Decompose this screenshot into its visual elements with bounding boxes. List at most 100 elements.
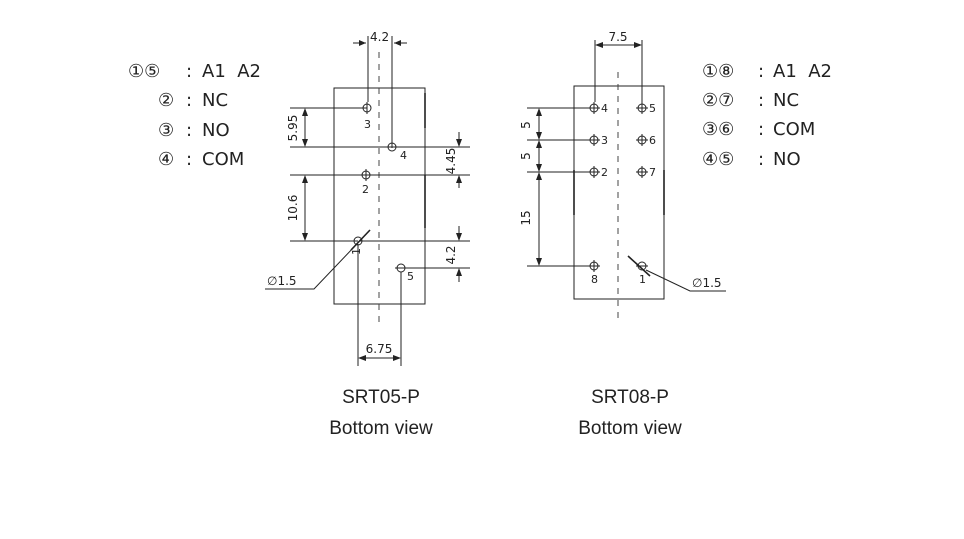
srt05-legend-row-1: ①⑤ : A1 A2 — [128, 61, 261, 82]
srt05-pin-1-hole — [353, 236, 363, 246]
srt08-legend-sep-2: : — [758, 90, 764, 111]
srt08-dim-arrowhead-6 — [536, 164, 542, 172]
srt08-pin-8-label: 8 — [591, 273, 598, 286]
srt05-drawing: 4.2 5.95 10.6 4.45 4.2 — [265, 30, 470, 366]
srt08-legend-label-2: NC — [773, 90, 799, 111]
srt05-legend-sep-1: : — [186, 61, 192, 82]
srt05-pin-3-label: 3 — [364, 118, 371, 131]
srt08-legend-pins-2: ②⑦ — [702, 90, 734, 111]
srt05-dim-arrowhead-9 — [358, 355, 366, 361]
srt08-legend-label-3: COM — [773, 119, 815, 140]
srt08-dim-top: 7.5 — [608, 30, 627, 44]
srt08-dim-arrowhead-4 — [536, 132, 542, 140]
srt05-dim-arrowhead-10 — [393, 355, 401, 361]
srt08-pin-5: 5 — [636, 102, 656, 115]
srt05-legend-pins-3: ③ — [158, 120, 174, 141]
srt05-dim-left-lower: 10.6 — [286, 195, 300, 222]
srt05-dim-right-lower: 4.2 — [444, 245, 458, 264]
srt05-pin-2: 2 — [361, 169, 371, 196]
srt08-pin-4-label: 4 — [601, 102, 608, 115]
srt08-legend-sep-4: : — [758, 149, 764, 170]
srt08-dim-arrowhead-7 — [536, 172, 542, 180]
srt05-legend-row-4: ④ : COM — [158, 149, 244, 170]
srt08-dim-arrowhead-8 — [536, 258, 542, 266]
srt08-body-outline — [573, 85, 665, 300]
srt08-pin-7-label: 7 — [649, 166, 656, 179]
srt05-pin-5-label: 5 — [407, 270, 414, 283]
srt05-pin-4-hole — [387, 142, 397, 152]
srt08-dim-left-1: 5 — [519, 121, 533, 129]
srt08-legend-sep-1: : — [758, 61, 764, 82]
srt08-dim-arrowhead-5 — [536, 140, 542, 148]
srt08-pin-1-label: 1 — [639, 273, 646, 286]
srt08-title: SRT08-P — [591, 387, 669, 408]
srt08-legend-row-1: ①⑧ : A1 A2 — [702, 61, 832, 82]
srt05-dim-bottom: 6.75 — [366, 342, 393, 356]
srt05-pin-3: 3 — [362, 102, 372, 131]
srt05-legend-sep-4: : — [186, 149, 192, 170]
srt05-diameter-label: ∅1.5 — [267, 274, 297, 288]
srt08-dim-arrowhead-2 — [634, 42, 642, 48]
srt05-dim-left-upper: 5.95 — [286, 115, 300, 142]
srt08-dim-arrowhead-1 — [595, 42, 603, 48]
srt08-legend-row-4: ④⑤ : NO — [702, 149, 801, 170]
srt05-legend-pins-2: ② — [158, 90, 174, 111]
srt08-pin-5-label: 5 — [649, 102, 656, 115]
srt05-legend-pins-4: ④ — [158, 149, 174, 170]
srt08-pin-3: 3 — [588, 134, 608, 147]
srt08-legend-pins-4: ④⑤ — [702, 149, 734, 170]
srt08-pin-2: 2 — [588, 166, 608, 179]
srt08-pin-1: 1 — [627, 255, 651, 286]
srt08-drawing: 7.5 5 5 15 4 3 — [519, 30, 726, 322]
srt05-dim-arrowhead-3 — [302, 175, 308, 183]
srt08-legend-sep-3: : — [758, 119, 764, 140]
srt05-title: SRT05-P — [342, 387, 420, 408]
srt05-pin-5: 5 — [395, 263, 414, 283]
srt05-dim-arrowhead-4 — [302, 233, 308, 241]
srt05-dim-right-upper: 4.45 — [444, 148, 458, 175]
srt05-dim-arrowhead-7 — [456, 233, 462, 241]
srt08-legend-row-3: ③⑥ : COM — [702, 119, 815, 140]
srt05-legend-label-1: A1 A2 — [202, 61, 261, 82]
srt05-legend-label-4: COM — [202, 149, 244, 170]
srt05-pin-1-label: 1 — [350, 248, 363, 255]
srt05-diameter-leader — [265, 245, 356, 290]
srt05-legend-row-2: ② : NC — [158, 90, 228, 111]
srt08-dim-left-2: 5 — [519, 152, 533, 160]
srt05-dim-arrowhead-5 — [456, 139, 462, 147]
srt08-legend-pins-3: ③⑥ — [702, 119, 734, 140]
srt05-pin-4: 4 — [387, 142, 407, 162]
srt05-pin-4-label: 4 — [400, 149, 407, 162]
srt08-dim-arrowhead-3 — [536, 108, 542, 116]
srt05-legend: ①⑤ : A1 A2 ② : NC ③ : NO ④ : COM — [128, 61, 261, 170]
srt08-pin-1-indicator — [627, 255, 651, 277]
srt08-pin-2-label: 2 — [601, 166, 608, 179]
srt05-dim-arrowhead-1 — [302, 108, 308, 116]
srt05-pin-2-label: 2 — [362, 183, 369, 196]
srt08-dim-left-3: 15 — [519, 210, 533, 225]
srt08-pin-7: 7 — [636, 166, 656, 179]
srt05-dim-top: 4.2 — [370, 30, 389, 44]
srt05-legend-label-3: NO — [202, 120, 230, 141]
srt08-diameter-leader — [645, 269, 726, 292]
srt08-legend: ①⑧ : A1 A2 ②⑦ : NC ③⑥ : COM ④⑤ : NO — [702, 61, 832, 170]
srt05-pin-1: 1 — [350, 229, 371, 255]
srt05-legend-sep-3: : — [186, 120, 192, 141]
srt05-legend-pins-1: ①⑤ — [128, 61, 160, 82]
srt05-subtitle: Bottom view — [329, 418, 433, 439]
srt08-diameter-label: ∅1.5 — [692, 276, 722, 290]
srt08-legend-pins-1: ①⑧ — [702, 61, 734, 82]
srt08-pin-4: 4 — [588, 102, 608, 115]
srt05-dim-arrowhead-2 — [302, 139, 308, 147]
srt08-legend-label-4: NO — [773, 149, 801, 170]
srt08-subtitle: Bottom view — [578, 418, 682, 439]
srt08-pin-6-label: 6 — [649, 134, 656, 147]
srt08-legend-row-2: ②⑦ : NC — [702, 90, 799, 111]
srt08-pin-6: 6 — [636, 134, 656, 147]
srt08-pin-8: 8 — [588, 260, 600, 286]
srt08-legend-label-1: A1 A2 — [773, 61, 832, 82]
srt05-legend-label-2: NC — [202, 90, 228, 111]
srt05-legend-sep-2: : — [186, 90, 192, 111]
srt05-legend-row-3: ③ : NO — [158, 120, 230, 141]
